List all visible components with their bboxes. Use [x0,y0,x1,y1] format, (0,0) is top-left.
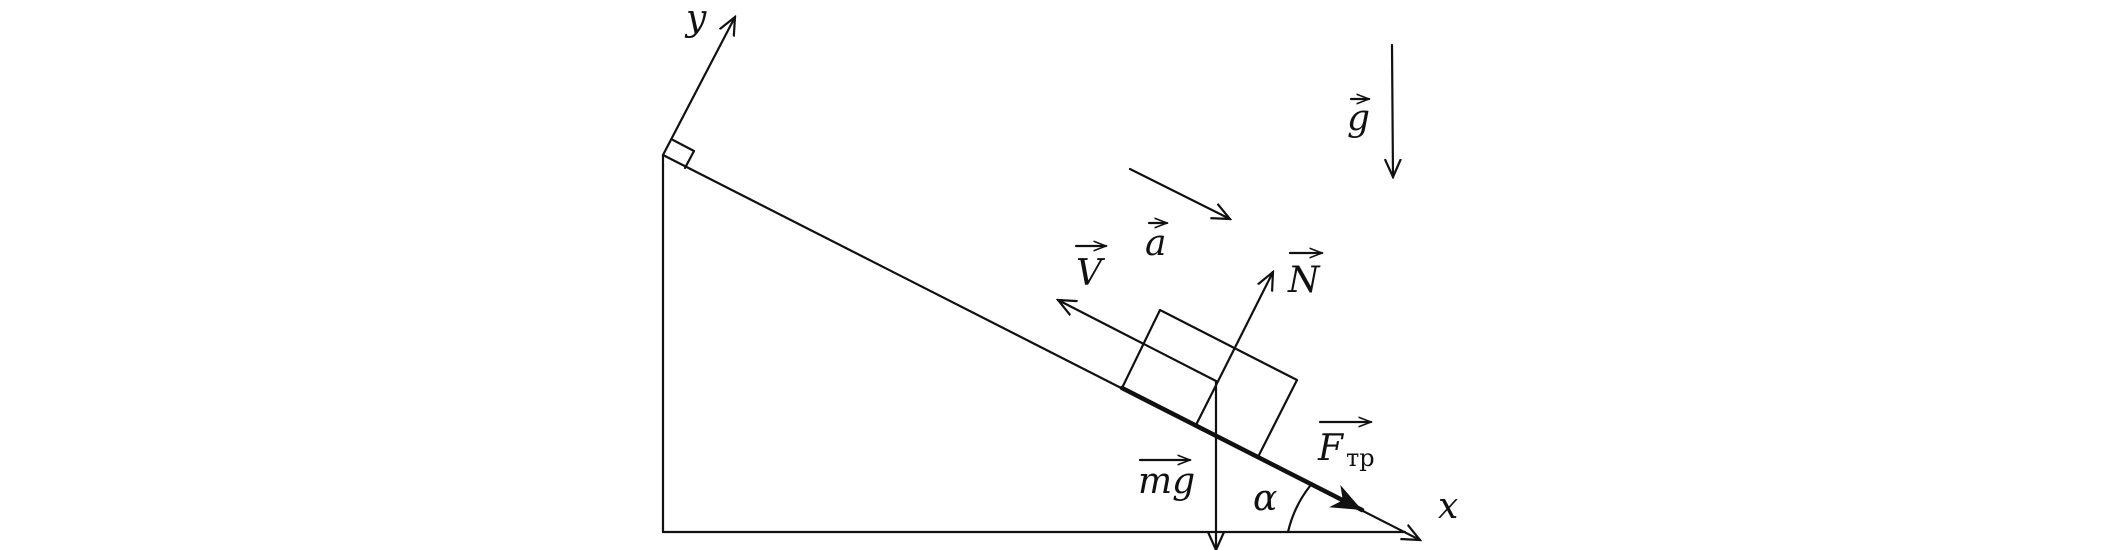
weight-label: mg [1138,461,1195,502]
friction-label-main: F [1317,428,1345,469]
angle-label: α [1253,478,1277,519]
gravity-label: g [1347,98,1370,139]
acceleration-label: a [1145,223,1166,264]
gravity-arrow [1392,43,1393,177]
normal-label: N [1287,260,1321,301]
friction-arrow [1119,385,1365,513]
velocity-arrow [1058,300,1218,383]
normal-force-arrow [1194,272,1273,427]
friction-label-subscript: тр [1346,444,1375,472]
velocity-label: V [1076,253,1106,294]
axis-x-label: x [1438,486,1458,527]
y-axis-arrow [661,17,735,157]
acceleration-arrow [1128,167,1230,219]
angle-arc [1286,484,1312,534]
axis-y-label: y [684,0,707,39]
right-angle-mark [671,138,696,170]
